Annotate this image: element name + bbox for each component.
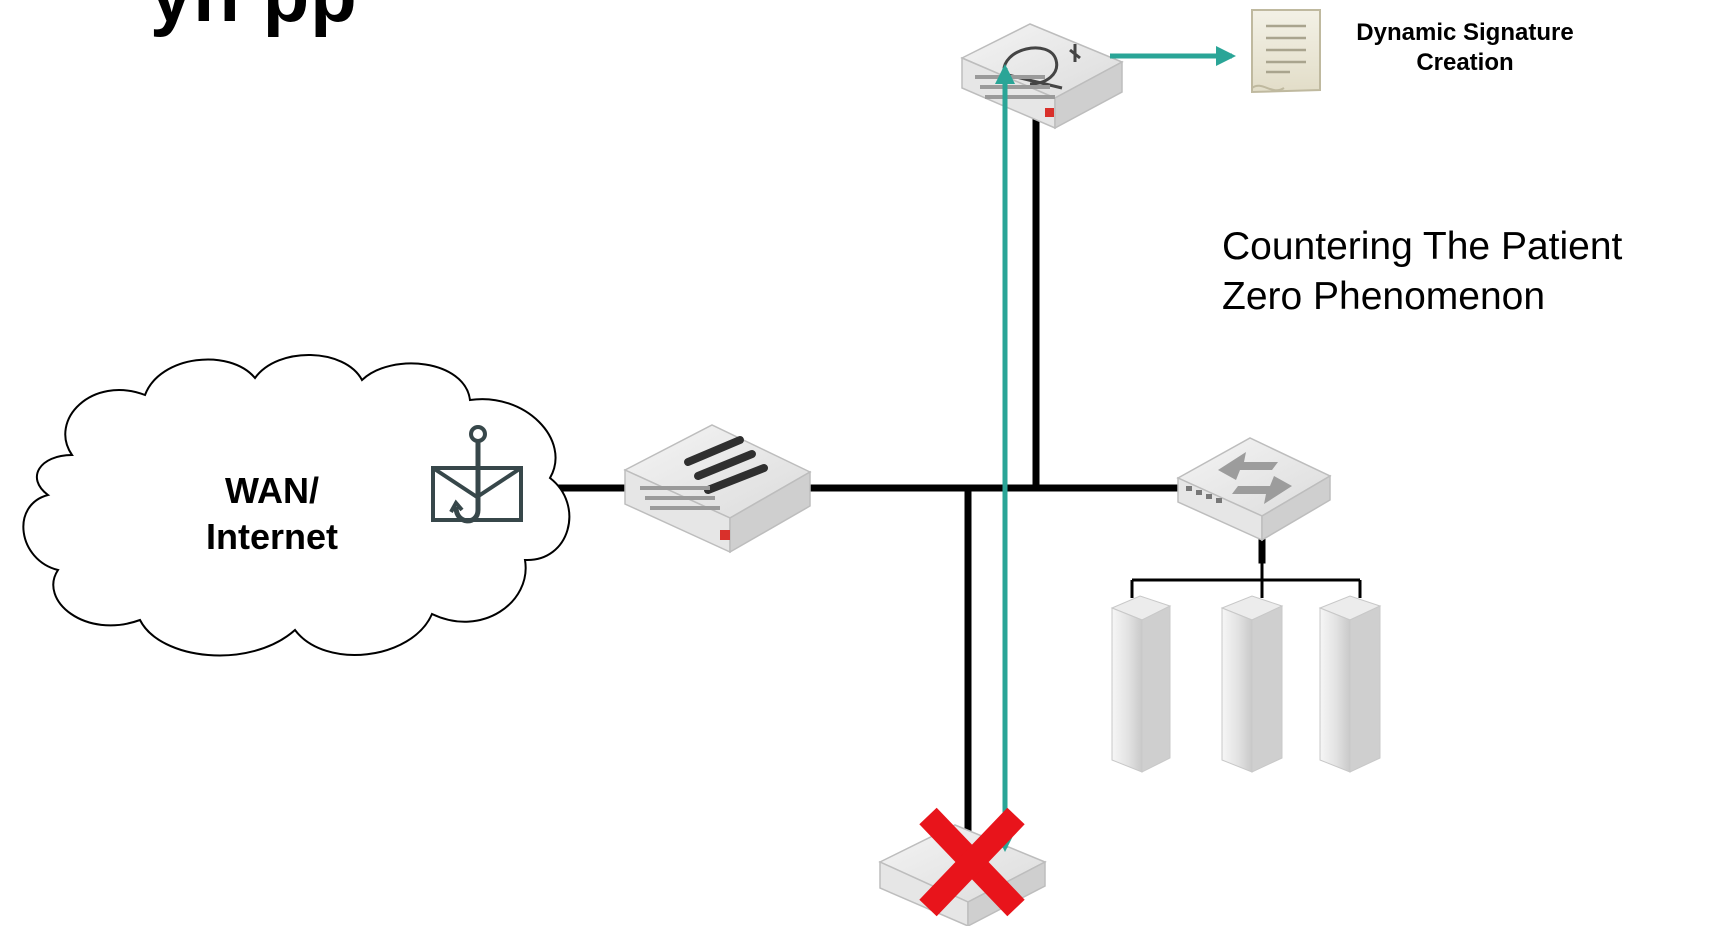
server-rack-group (1110, 595, 1382, 773)
phishing-mail-icon (431, 425, 523, 524)
red-x-icon (919, 807, 1025, 917)
signature-label: Dynamic Signature Creation (1330, 18, 1600, 78)
wan-label-line1: WAN/ (225, 470, 319, 511)
signature-label-line2: Creation (1416, 49, 1514, 76)
network-wires (551, 114, 1266, 844)
wan-label-line2: Internet (205, 516, 338, 557)
flow-arrows (995, 46, 1236, 852)
firewall-appliance-icon (623, 424, 812, 554)
patient-zero-note: Countering The Patient Zero Phenomenon (1222, 222, 1622, 322)
slide-title-fragment: yn pp (150, 0, 358, 39)
network-switch-icon (1176, 437, 1332, 542)
sandbox-appliance-icon (960, 23, 1124, 130)
wan-cloud (22, 354, 571, 657)
server-icon (1110, 595, 1172, 773)
document-icon (1251, 9, 1321, 94)
server-icon (1220, 595, 1284, 773)
patient-zero-note-line1: Countering The Patient (1222, 225, 1623, 268)
server-icon (1318, 595, 1382, 773)
signature-label-line1: Dynamic Signature (1356, 19, 1574, 46)
server-wires (1130, 560, 1362, 598)
wan-internet-label: WAN/ Internet (182, 468, 362, 560)
patient-zero-note-line2: Zero Phenomenon (1222, 275, 1546, 318)
